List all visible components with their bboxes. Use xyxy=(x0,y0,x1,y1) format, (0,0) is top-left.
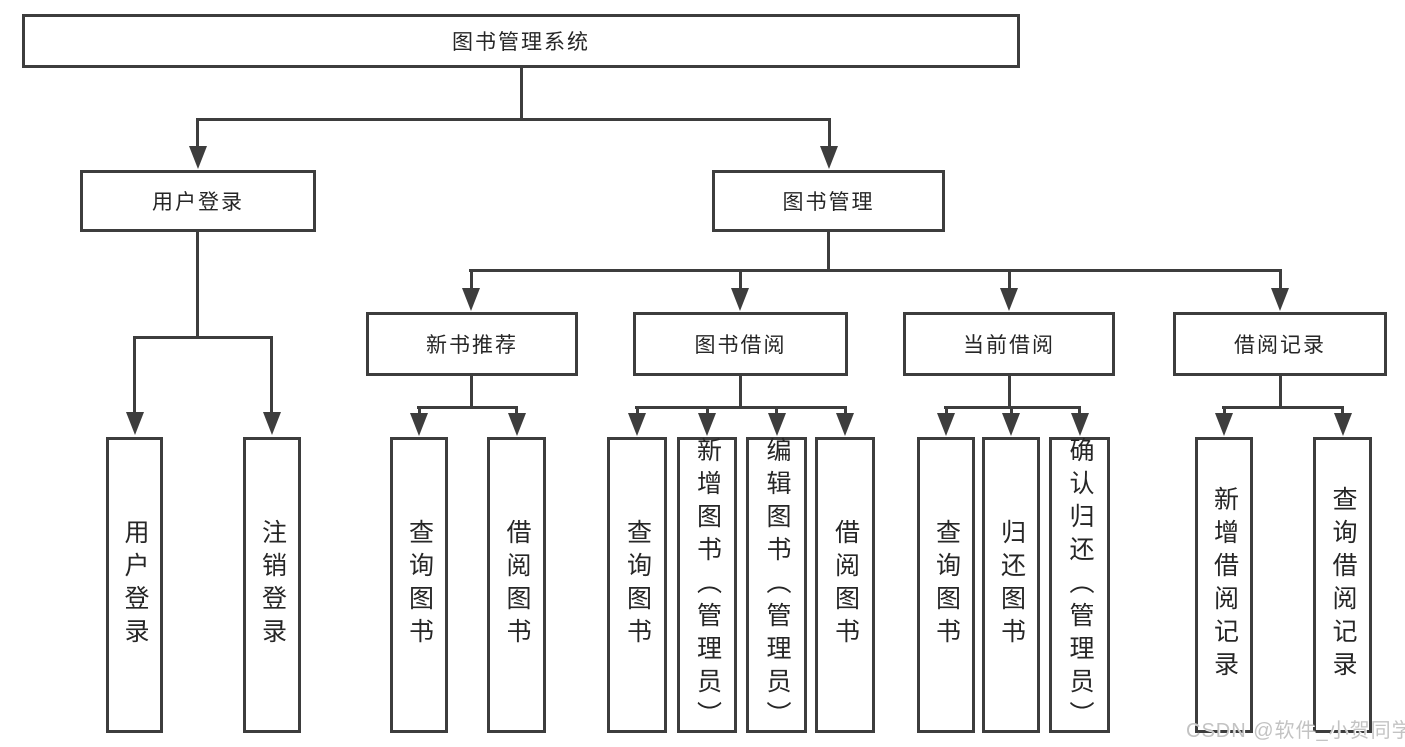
connector-to-user-login xyxy=(196,118,199,150)
connector-to-current-borrow xyxy=(1008,269,1011,292)
leaf-label: 归还图书 xyxy=(997,519,1026,651)
connector-leaf-stem xyxy=(706,406,709,417)
connector-book-mgmt-branch xyxy=(469,269,1281,272)
arrowhead-down-icon xyxy=(462,288,480,311)
connector-root-branch xyxy=(196,118,831,121)
node-book-borrow-label: 图书借阅 xyxy=(694,334,787,357)
arrowhead-down-icon xyxy=(1271,288,1289,311)
leaf-label: 查询图书 xyxy=(405,519,434,651)
connector-borrow-records-stem xyxy=(1279,375,1282,409)
connector-leaf-stem xyxy=(945,406,948,417)
connector-user-login-stem xyxy=(196,231,199,339)
arrowhead-down-icon xyxy=(820,146,838,169)
connector-root-stem xyxy=(520,68,523,120)
leaf-borrow-books-rec: 借阅图书 xyxy=(487,437,546,733)
arrowhead-down-icon xyxy=(937,413,955,436)
leaf-add-borrow-record: 新增借阅记录 xyxy=(1195,437,1253,733)
leaf-label: 查询图书 xyxy=(623,519,652,651)
connector-leaf-stem xyxy=(1223,406,1226,417)
connector-book-borrow-branch xyxy=(635,406,846,409)
arrowhead-down-icon xyxy=(768,413,786,436)
leaf-label: 编辑图书（管理员） xyxy=(763,436,791,734)
csdn-watermark: CSDN @软件_小贺同学 xyxy=(1186,720,1405,742)
connector-leaf-stem xyxy=(515,406,518,417)
node-book-mgmt: 图书管理 xyxy=(712,170,945,232)
connector-borrow-records-branch xyxy=(1222,406,1344,409)
connector-to-borrow-records xyxy=(1279,269,1282,292)
connector-leaf-stem xyxy=(418,406,421,417)
node-user-login: 用户登录 xyxy=(80,170,316,232)
node-current-borrow-label: 当前借阅 xyxy=(963,334,1055,357)
leaf-label: 确认归还（管理员） xyxy=(1066,436,1094,734)
connector-to-book-mgmt xyxy=(828,118,831,150)
leaf-label: 新增借阅记录 xyxy=(1210,486,1239,684)
leaf-label: 查询图书 xyxy=(932,519,961,651)
leaf-label: 新增图书（管理员） xyxy=(693,436,722,734)
connector-book-mgmt-stem xyxy=(827,231,830,272)
node-user-login-label: 用户登录 xyxy=(152,191,244,214)
node-borrow-records: 借阅记录 xyxy=(1173,312,1387,376)
leaf-edit-books-admin: 编辑图书（管理员） xyxy=(746,436,807,734)
leaf-add-books-admin: 新增图书（管理员） xyxy=(677,436,737,734)
leaf-confirm-return-admin: 确认归还（管理员） xyxy=(1049,436,1110,734)
node-new-book-rec: 新书推荐 xyxy=(366,312,578,376)
connector-leaf-stem xyxy=(844,406,847,417)
connector-to-leaf-login xyxy=(133,336,136,416)
connector-to-leaf-logout xyxy=(270,336,273,416)
arrowhead-down-icon xyxy=(731,288,749,311)
leaf-label: 借阅图书 xyxy=(831,519,860,651)
node-current-borrow: 当前借阅 xyxy=(903,312,1115,376)
leaf-label: 借阅图书 xyxy=(503,519,531,651)
leaf-return-books: 归还图书 xyxy=(982,437,1040,733)
arrowhead-down-icon xyxy=(1002,413,1020,436)
arrowhead-down-icon xyxy=(628,413,646,436)
connector-new-book-rec-stem xyxy=(470,375,473,409)
arrowhead-down-icon xyxy=(1071,413,1089,436)
leaf-user-login: 用户登录 xyxy=(106,437,163,733)
leaf-borrow-books: 借阅图书 xyxy=(815,437,875,733)
arrowhead-down-icon xyxy=(508,413,526,436)
arrowhead-down-icon xyxy=(1334,413,1352,436)
connector-new-book-rec-branch xyxy=(417,406,518,409)
connector-leaf-stem xyxy=(1010,406,1013,417)
arrowhead-down-icon xyxy=(189,146,207,169)
arrowhead-down-icon xyxy=(1215,413,1233,436)
leaf-label: 用户登录 xyxy=(121,519,149,651)
connector-user-login-branch xyxy=(133,336,273,339)
connector-leaf-stem xyxy=(1078,406,1081,417)
leaf-query-books-borrow: 查询图书 xyxy=(607,437,667,733)
node-book-mgmt-label: 图书管理 xyxy=(782,191,875,214)
node-root-label: 图书管理系统 xyxy=(452,31,590,54)
arrowhead-down-icon xyxy=(1000,288,1018,311)
connector-leaf-stem xyxy=(636,406,639,417)
leaf-query-books-current: 查询图书 xyxy=(917,437,975,733)
connector-current-borrow-stem xyxy=(1008,375,1011,409)
node-borrow-records-label: 借阅记录 xyxy=(1234,334,1326,357)
node-new-book-rec-label: 新书推荐 xyxy=(426,334,518,357)
leaf-query-borrow-record: 查询借阅记录 xyxy=(1313,437,1372,733)
connector-to-book-borrow xyxy=(739,269,742,292)
node-book-borrow: 图书借阅 xyxy=(633,312,848,376)
leaf-logout: 注销登录 xyxy=(243,437,301,733)
leaf-label: 注销登录 xyxy=(258,519,287,651)
connector-leaf-stem xyxy=(1341,406,1344,417)
node-root: 图书管理系统 xyxy=(22,14,1020,68)
leaf-label: 查询借阅记录 xyxy=(1329,486,1357,684)
arrowhead-down-icon xyxy=(126,412,144,435)
arrowhead-down-icon xyxy=(263,412,281,435)
connector-to-new-book-rec xyxy=(470,269,473,292)
arrowhead-down-icon xyxy=(836,413,854,436)
connector-book-borrow-stem xyxy=(739,375,742,409)
arrowhead-down-icon xyxy=(410,413,428,436)
arrowhead-down-icon xyxy=(698,413,716,436)
connector-leaf-stem xyxy=(775,406,778,417)
leaf-query-books-rec: 查询图书 xyxy=(390,437,448,733)
